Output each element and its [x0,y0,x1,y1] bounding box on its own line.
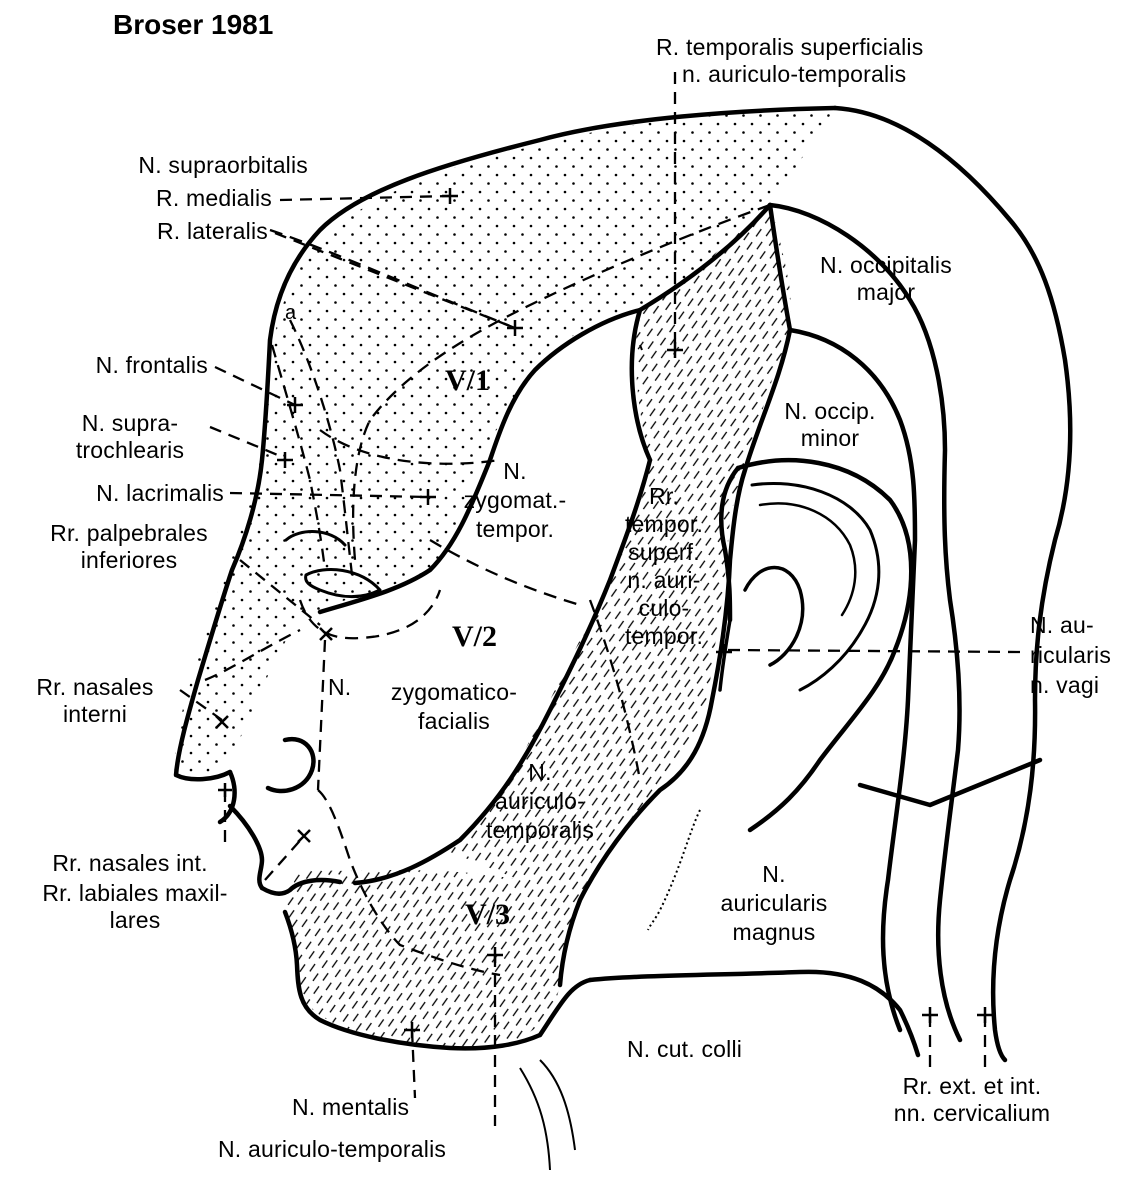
label-occipitalis-major: N. occipitalis major [796,252,976,306]
label-line: facialis [364,707,544,736]
division-v1: V/1 [445,366,490,396]
division-v2: V/2 [452,622,497,652]
label-line: Rr. [605,482,723,510]
label-frontalis: N. frontalis [40,352,208,379]
label-mentalis: N. mentalis [292,1094,409,1121]
label-line: N. supra- [40,410,220,437]
label-auricularis-vagi: N. au- ricularis n. vagi [1030,610,1111,700]
label-supraorbitalis: N. supraorbitalis [80,152,308,179]
label-line: Rr. ext. et int. [872,1073,1072,1100]
label-line: tempor. [605,510,723,538]
label-nasales-int: Rr. nasales int. [20,850,240,877]
label-line: ricularis [1030,640,1111,670]
label-line: N. [465,758,615,787]
label-line: temporalis [465,816,615,845]
label-zygomaticofacialis: zygomatico- facialis [364,678,544,736]
label-temporalis-superficialis: R. temporalis superficialis n. auriculo-… [656,34,923,88]
label-line: tempor. [455,515,575,544]
label-line: superf. [605,538,723,566]
label-medialis: R. medialis [80,185,272,212]
label-labiales: Rr. labiales maxil- lares [4,880,266,934]
label-line: auriculo- [465,787,615,816]
label-auricularis-magnus: N. auricularis magnus [690,860,858,947]
label-line: culo- [605,594,723,622]
label-line: inferiores [14,547,244,574]
label-line: auricularis [690,889,858,918]
label-auriculotemporalis-bottom: N. auriculo-temporalis [218,1136,446,1163]
label-supratrochlearis: N. supra- trochlearis [40,410,220,464]
label-line: magnus [690,918,858,947]
label-line: N. occipitalis [796,252,976,279]
label-palpebrales: Rr. palpebrales inferiores [14,520,244,574]
label-line: nn. cervicalium [872,1100,1072,1127]
label-tempor-superf: Rr. tempor. superf. n. auri- culo- tempo… [605,482,723,650]
label-line: R. temporalis superficialis [656,34,923,61]
label-line: N. [690,860,858,889]
label-line: Rr. palpebrales [14,520,244,547]
division-v3: V/3 [465,900,510,930]
label-nasales-interni: Rr. nasales interni [10,674,180,728]
label-cervicalium: Rr. ext. et int. nn. cervicalium [872,1073,1072,1127]
label-zygomaticotemporalis: N. zygomat.- tempor. [455,457,575,544]
label-lacrimalis: N. lacrimalis [40,480,224,507]
label-cut-colli: N. cut. colli [627,1036,742,1063]
label-line: interni [10,701,180,728]
label-line: minor [760,425,900,452]
label-a: a [285,300,296,327]
label-line: N. occip. [760,398,900,425]
label-line: zygomatico- [364,678,544,707]
label-occipitalis-minor: N. occip. minor [760,398,900,452]
label-line: n. auriculo-temporalis [656,61,923,88]
author-title: Broser 1981 [113,10,273,40]
label-line: Rr. labiales maxil- [4,880,266,907]
label-auriculotemporalis-mid: N. auriculo- temporalis [465,758,615,845]
label-line: tempor. [605,622,723,650]
label-lateralis: R. lateralis [80,218,268,245]
label-line: trochlearis [40,437,220,464]
label-line: n. vagi [1030,670,1111,700]
label-line: N. [455,457,575,486]
label-line: Rr. nasales [10,674,180,701]
label-line: n. auri- [605,566,723,594]
label-line: lares [4,907,266,934]
label-line: major [796,279,976,306]
label-zygomaticofacialis-n: N. [328,674,351,701]
label-line: N. au- [1030,610,1111,640]
label-line: zygomat.- [455,486,575,515]
